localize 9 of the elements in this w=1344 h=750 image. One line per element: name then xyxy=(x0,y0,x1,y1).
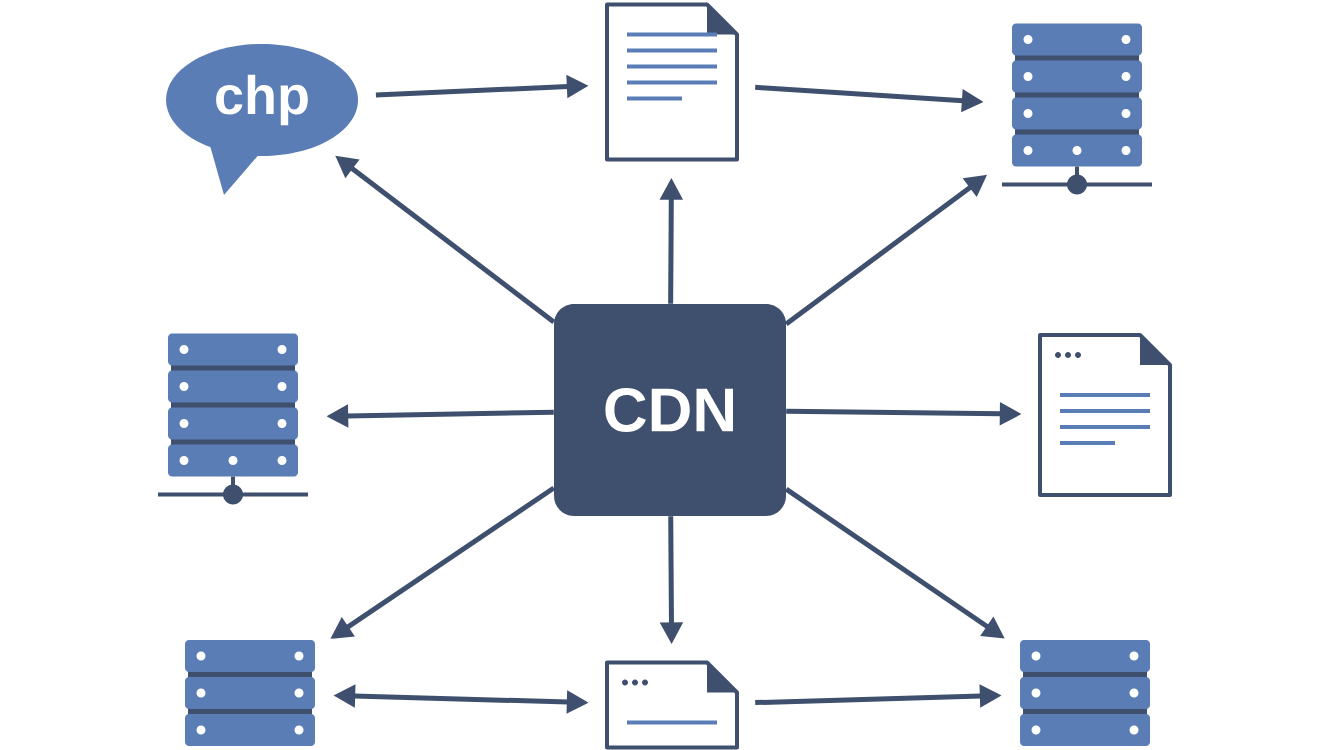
document-icon xyxy=(605,660,739,750)
cdn-box: CDN xyxy=(554,304,786,516)
document-icon xyxy=(1038,333,1172,497)
server-icon xyxy=(1020,640,1150,746)
speech-bubble: chp xyxy=(166,44,358,195)
server-icon xyxy=(185,640,315,746)
document-icon xyxy=(605,2,739,162)
server-icon xyxy=(1002,23,1152,195)
server-icon xyxy=(158,333,308,505)
